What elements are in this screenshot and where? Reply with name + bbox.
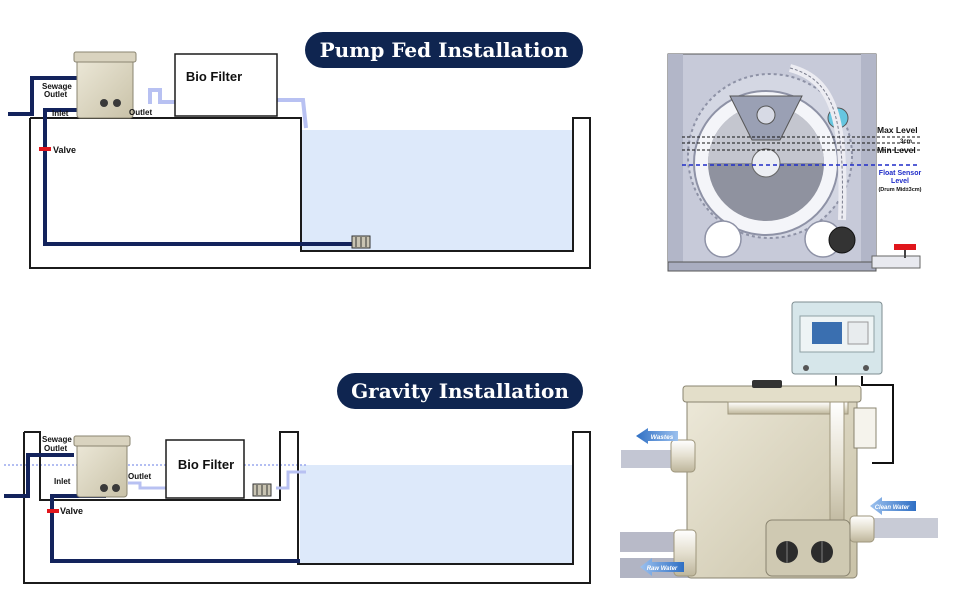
control-cable [861,376,894,464]
valve-label: Valve [53,145,76,155]
filter-tank [670,380,877,579]
outlet-label: Outlet [129,108,152,117]
bio-filter-box [174,53,278,117]
return-pipe-2 [277,98,308,129]
wastes-label: Wastes [651,434,674,441]
bio-filter-box-gravity [165,439,245,499]
inlet-label-gravity: Inlet [54,477,71,486]
sewage-pipe-gravity [4,453,74,498]
float-sensor-label-1: Float Sensor [879,170,922,177]
wastes-arrow: Wastes [636,428,678,444]
pond-outline-gravity [23,431,591,584]
raw-water-arrow: Raw Water [640,558,684,576]
sewage-outlet-label-1: Sewage [42,82,72,91]
drum-cross-section: Max Level 3cm Min Level Float Sensor Lev… [667,53,922,272]
sewage-outlet-label-2: Outlet [44,90,67,99]
min-level-label: Min Level [877,145,916,155]
float-sensor-label-2: Level [891,178,909,185]
pump-fed-diagram: Valve Bio Filter Sewage Outlet Inlet Out… [8,51,591,269]
gravity-feed-pipe [50,488,300,563]
sewage-outlet-label-g1: Sewage [42,435,72,444]
pond-water [301,130,573,251]
pond-outline [29,117,591,269]
clean-water-arrow: Clean Water [870,497,916,515]
red-valve-handle [894,244,916,250]
clean-water-hose [858,518,938,538]
gravity-diagram: Valve Bio Filter Sewage Outlet Inlet Out… [4,431,591,584]
gravity-title-pill: Gravity Installation [337,373,583,409]
pond-water-gravity [300,465,573,563]
gravity-return-pipe [128,481,166,490]
sewage-outlet-label-g2: Outlet [44,444,67,453]
pump-icon [351,235,371,249]
gravity-title: Gravity Installation [351,379,569,403]
bio-filter-label-gravity: Bio Filter [178,457,234,472]
three-cm-mark: 3cm [900,139,912,145]
product-illustration: Wastes Clean Water Raw Water [620,301,938,579]
drum-filter-box [73,51,137,119]
clean-water-label: Clean Water [875,505,910,511]
inlet-label: Inlet [52,109,69,118]
sewage-pipe [8,76,80,116]
max-level-label: Max Level [877,125,918,135]
outlet-label-gravity: Outlet [128,472,151,481]
pump-fed-title: Pump Fed Installation [320,38,569,62]
valve-label-gravity: Valve [60,506,83,516]
raw-water-label: Raw Water [647,566,678,572]
return-pipe [148,88,176,104]
pump-icon-gravity [252,483,272,497]
drum-filter-box-gravity [73,435,131,498]
pump-fed-title-pill: Pump Fed Installation [305,32,583,68]
float-sensor-note: (Drum Mid±3cm) [878,187,921,193]
bio-filter-label: Bio Filter [186,69,242,84]
control-box [791,301,883,375]
gravity-return-pipe-2 [276,470,306,490]
